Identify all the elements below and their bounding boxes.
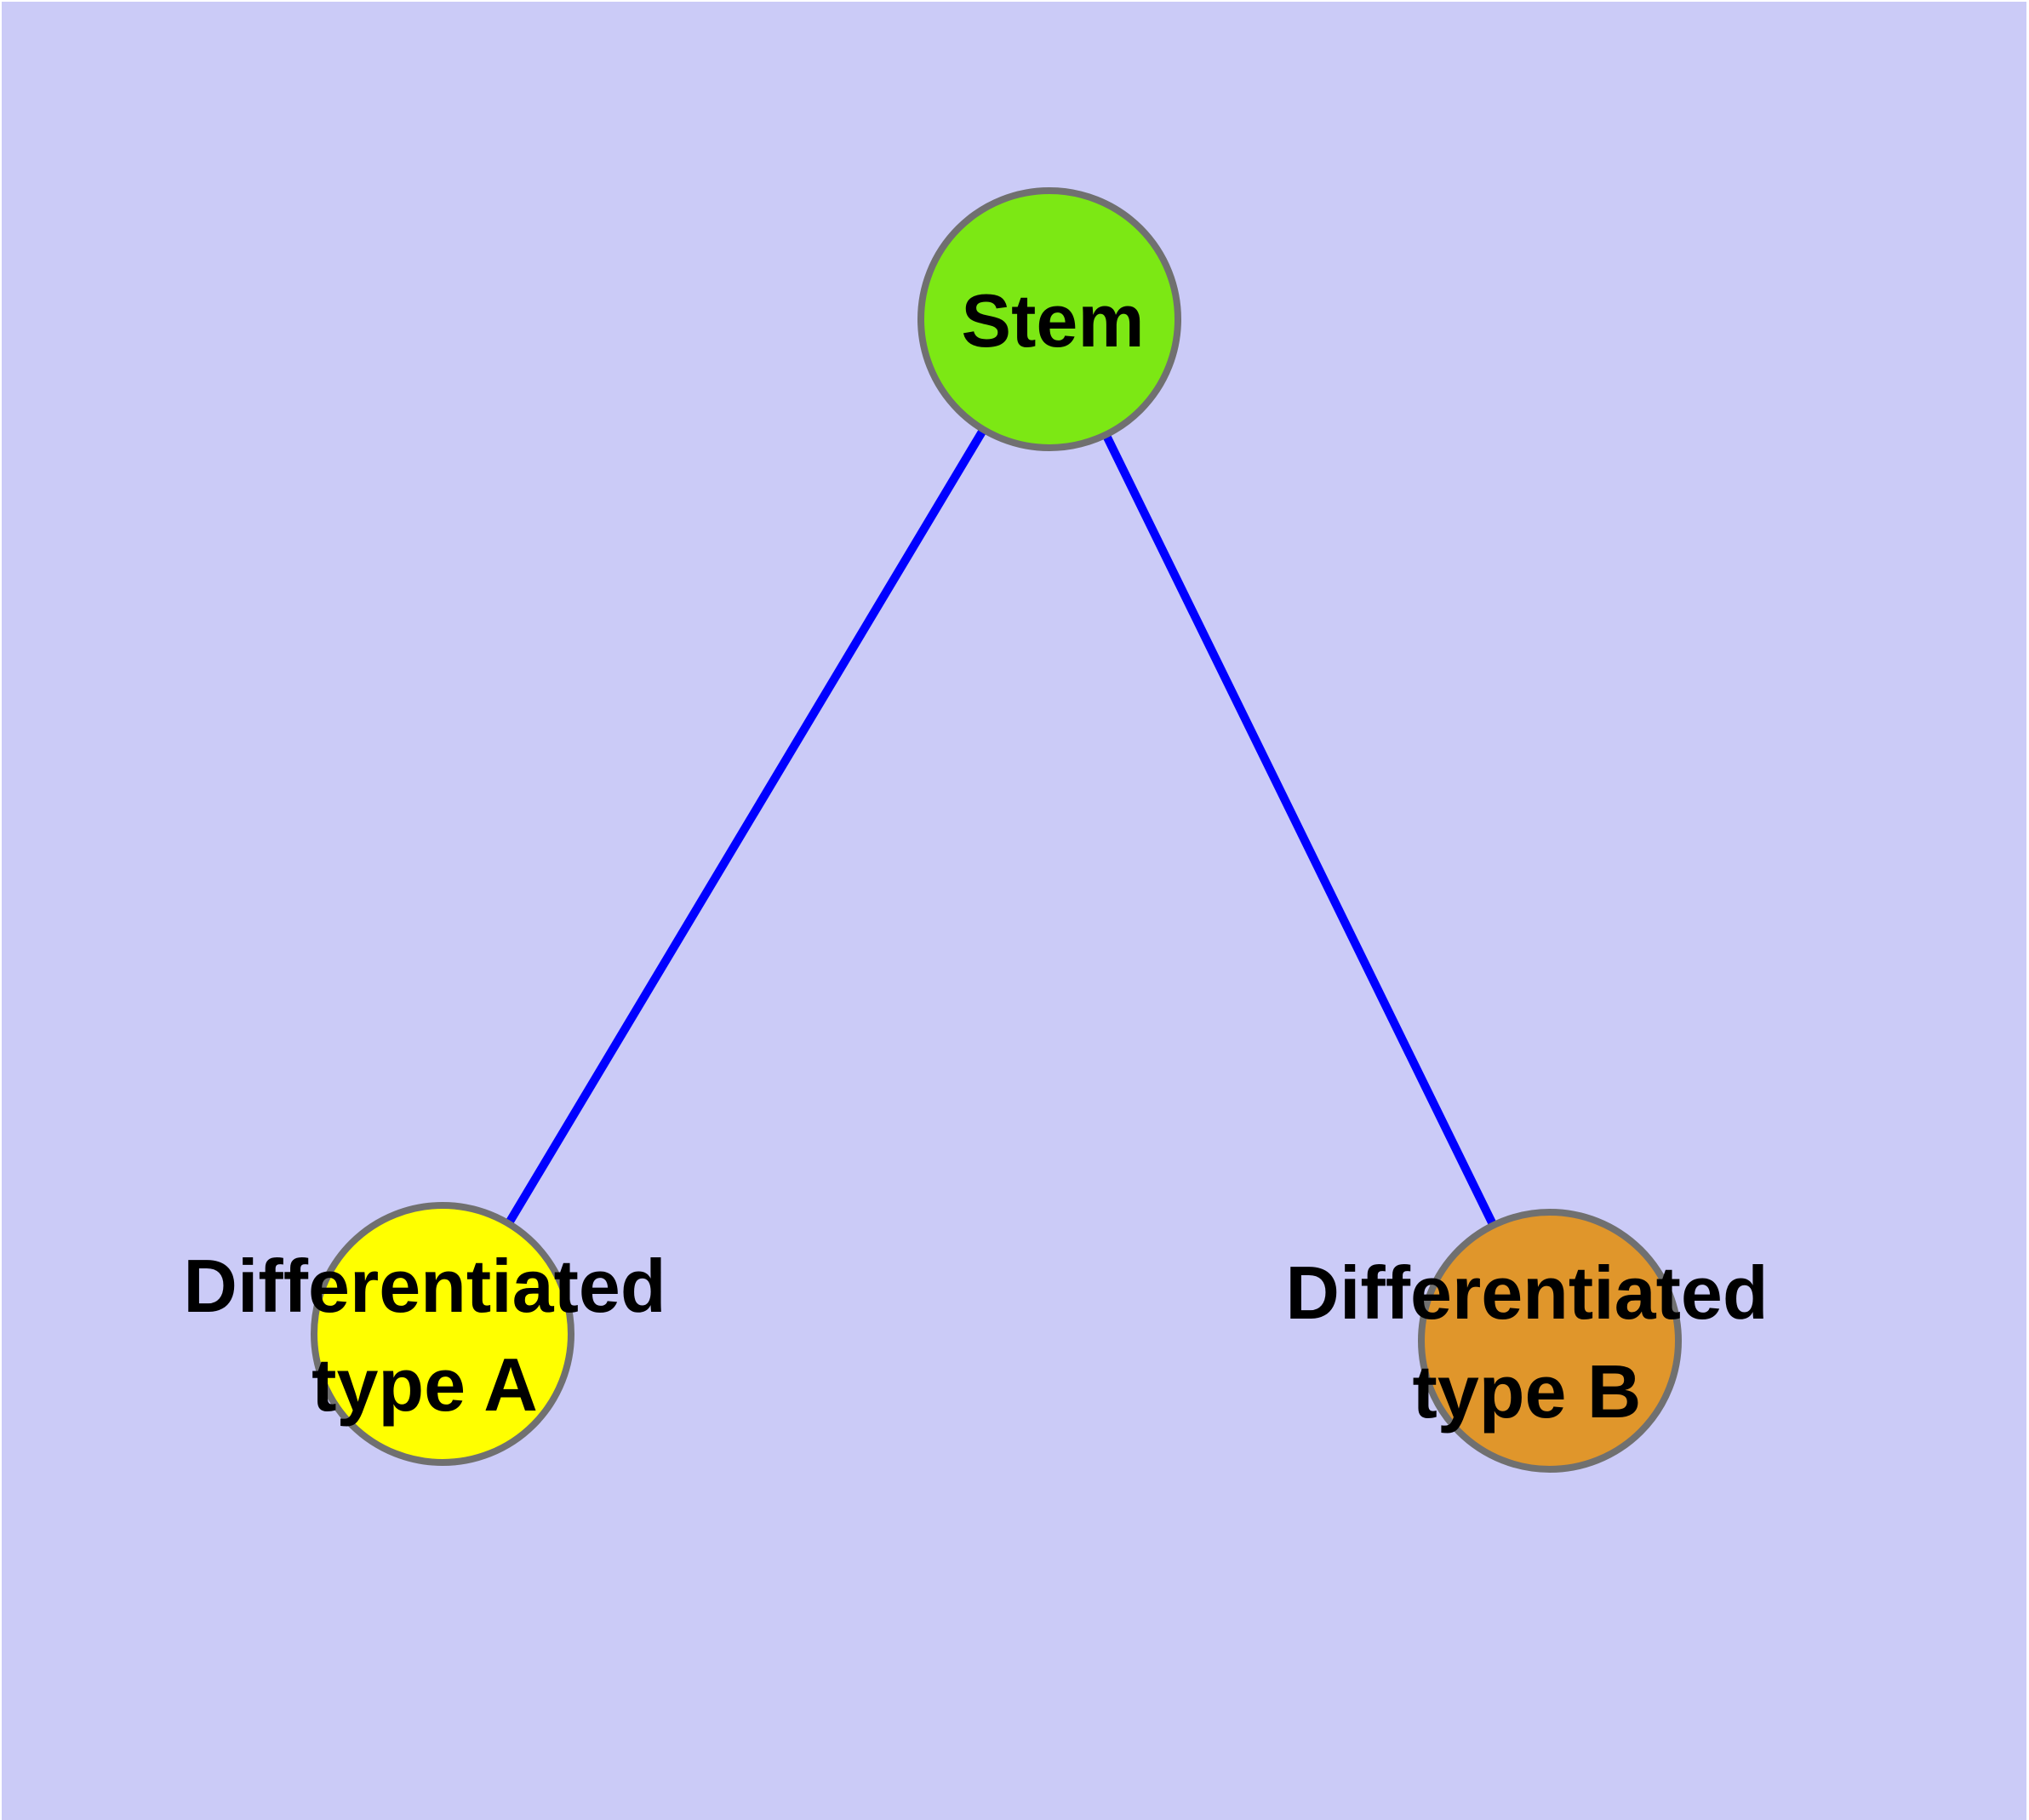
type-a-node: [311, 1202, 574, 1466]
stem-node: [917, 187, 1181, 451]
type-b-node: [1418, 1209, 1682, 1473]
edge-stem-to-type-a: [438, 317, 1054, 1336]
type-b-node-label: Differentiated type B: [1285, 1251, 1769, 1434]
stem-node-label: Stem: [961, 278, 1145, 363]
edge-stem-to-type-b: [1045, 317, 1554, 1343]
type-a-node-label: Differentiated type A: [183, 1244, 666, 1427]
